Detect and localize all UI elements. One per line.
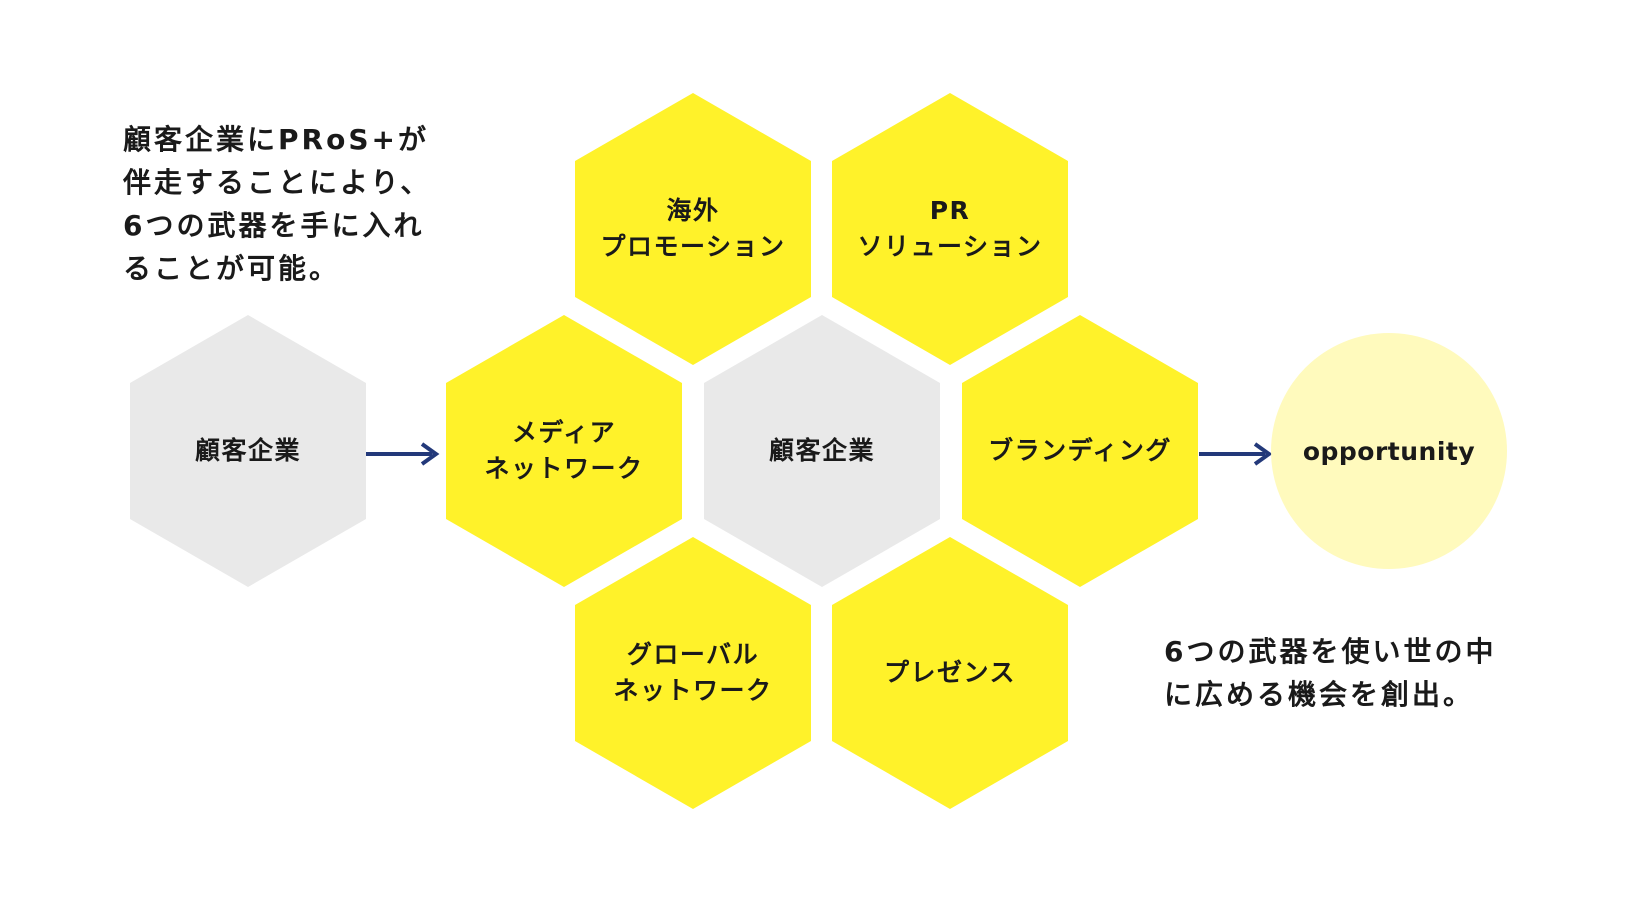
intro-text: 顧客企業にPRoS+が 伴走することにより、 6つの武器を手に入れ ることが可能… [123,123,432,285]
hex-media-network-label: メディア ネットワーク [484,418,644,483]
hex-client-center: 顧客企業 [704,315,940,587]
hex-client-center-label: 顧客企業 [768,436,875,465]
hex-branding: ブランディング [962,315,1198,587]
hex-client-left: 顧客企業 [130,315,366,587]
arrow-right-icon [366,442,440,466]
hex-presence-label: プレゼンス [883,658,1016,687]
hex-pr-solution-label: PR ソリューション [857,196,1043,261]
hex-branding-label: ブランディング [988,436,1172,465]
hex-overseas-promotion-label: 海外 プロモーション [600,196,786,261]
arrow-right-icon [1199,442,1273,466]
hex-global-network-label: グローバル ネットワーク [613,640,773,705]
hex-global-network: グローバル ネットワーク [575,537,811,809]
hex-overseas-promotion: 海外 プロモーション [575,93,811,365]
opportunity-circle: opportunity [1271,333,1507,569]
outro-text: 6つの武器を使い世の中 に広める機会を創出。 [1164,635,1497,711]
hex-pr-solution: PR ソリューション [832,93,1068,365]
hex-presence: プレゼンス [832,537,1068,809]
hex-media-network: メディア ネットワーク [446,315,682,587]
hex-client-left-label: 顧客企業 [194,436,301,465]
opportunity-label: opportunity [1302,436,1476,466]
